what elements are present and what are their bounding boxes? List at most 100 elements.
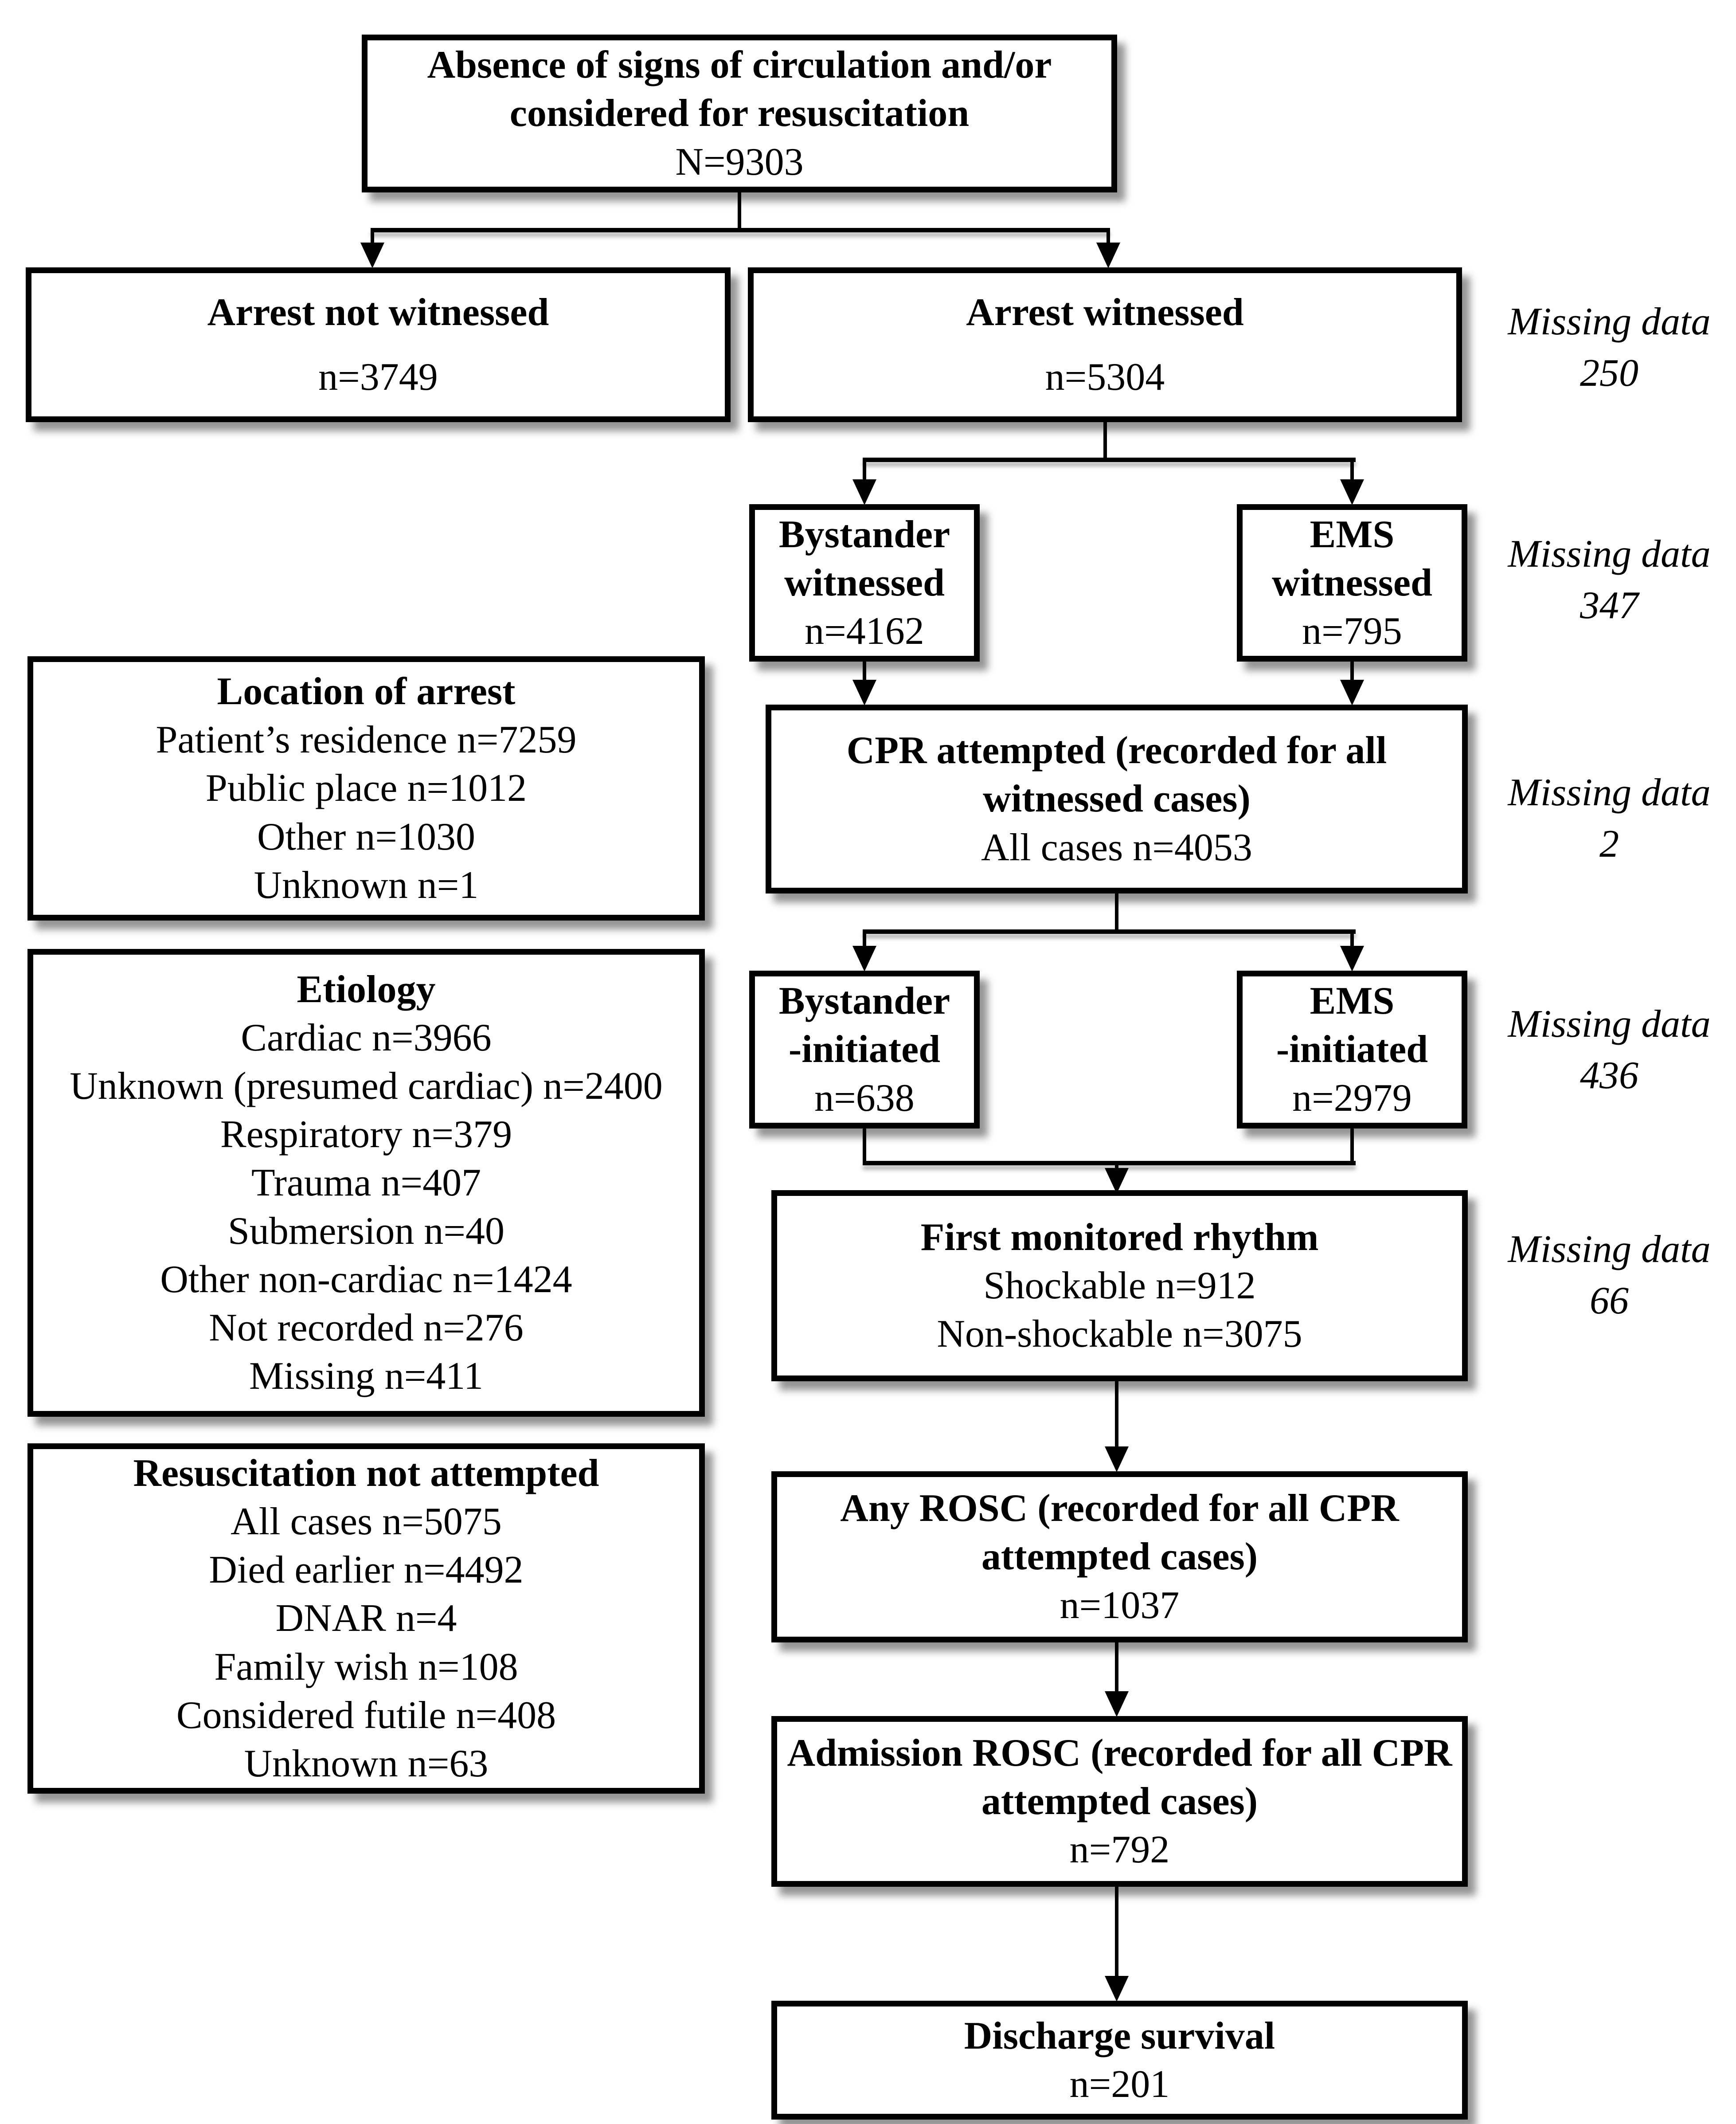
missing-data-value: 2 — [1599, 823, 1619, 866]
connector-hline — [371, 228, 1110, 232]
box-bystander-witnessed: Bystander witnessed n=4162 — [749, 504, 980, 662]
arrow-down-icon — [852, 479, 876, 505]
arrow-down-icon — [1105, 1976, 1129, 2002]
arrow-down-icon — [360, 243, 384, 268]
missing-data-value: 250 — [1580, 352, 1638, 395]
box-title: Location of arrest — [217, 670, 516, 713]
connector-hline — [863, 458, 1356, 462]
box-count: N=9303 — [675, 140, 804, 184]
box-arrest-witnessed: Arrest witnessed n=5304 — [748, 267, 1462, 422]
list-line: Trauma n=407 — [251, 1161, 481, 1204]
connector-vline — [863, 929, 866, 947]
box-absence-of-signs: Absence of signs of circulation and/or c… — [362, 35, 1117, 192]
arrow-down-icon — [1096, 243, 1120, 268]
missing-data-label: Missing data 436 — [1485, 999, 1733, 1101]
list-line: Not recorded n=276 — [209, 1306, 524, 1350]
list-line: Unknown n=63 — [244, 1742, 489, 1785]
box-cpr-attempted: CPR attempted (recorded for all witnesse… — [766, 705, 1468, 893]
arrow-down-icon — [852, 680, 876, 705]
box-value: Non-shockable n=3075 — [937, 1313, 1302, 1356]
list-line: Other n=1030 — [257, 815, 475, 858]
connector-vline — [1115, 1887, 1118, 1976]
box-title: Bystander — [778, 980, 950, 1023]
box-title: CPR attempted (recorded for all witnesse… — [846, 729, 1397, 821]
missing-data-value: 347 — [1580, 584, 1638, 627]
connector-vline — [1350, 1129, 1354, 1165]
box-count: n=201 — [1069, 2063, 1170, 2106]
list-line: Patient’s residence n=7259 — [156, 718, 577, 762]
list-line: Submersion n=40 — [227, 1210, 505, 1253]
box-title: Arrest witnessed — [966, 291, 1244, 334]
box-title: Admission ROSC (recorded for all CPR att… — [787, 1731, 1462, 1823]
box-admission-rosc: Admission ROSC (recorded for all CPR att… — [771, 1716, 1468, 1887]
list-line: Missing n=411 — [249, 1355, 483, 1398]
missing-data-text: Missing data — [1508, 300, 1711, 343]
connector-vline — [1115, 1163, 1118, 1171]
connector-hline — [863, 929, 1356, 934]
connector-vline — [863, 662, 866, 681]
list-line: Family wish n=108 — [214, 1645, 518, 1689]
box-first-monitored-rhythm: First monitored rhythm Shockable n=912 N… — [771, 1190, 1468, 1381]
arrow-down-icon — [1340, 946, 1364, 972]
box-count: n=2979 — [1292, 1076, 1412, 1120]
box-count: n=5304 — [1045, 355, 1165, 399]
arrow-down-icon — [1105, 1168, 1129, 1194]
box-title: Discharge survival — [964, 2014, 1275, 2057]
box-title: considered for resuscitation — [509, 92, 970, 135]
connector-vline — [1115, 1642, 1118, 1692]
arrow-down-icon — [1340, 479, 1364, 505]
missing-data-text: Missing data — [1508, 1228, 1711, 1271]
connector-vline — [371, 228, 374, 246]
missing-data-value: 66 — [1590, 1279, 1629, 1323]
list-line: Public place n=1012 — [205, 767, 527, 810]
list-line: Unknown (presumed cardiac) n=2400 — [70, 1064, 663, 1108]
box-title: Etiology — [297, 968, 436, 1011]
arrow-down-icon — [852, 946, 876, 972]
box-title: witnessed — [1272, 561, 1432, 604]
connector-vline — [863, 458, 866, 480]
box-ems-witnessed: EMS witnessed n=795 — [1237, 504, 1467, 662]
missing-data-text: Missing data — [1508, 533, 1711, 576]
box-title: witnessed — [784, 561, 945, 604]
box-discharge-survival: Discharge survival n=201 — [771, 2001, 1468, 2120]
box-title: Bystander — [778, 513, 950, 556]
arrow-down-icon — [1340, 680, 1364, 705]
list-line: Considered futile n=408 — [176, 1693, 556, 1737]
box-count: n=795 — [1302, 610, 1402, 653]
box-count: n=4162 — [805, 610, 924, 653]
list-line: DNAR n=4 — [275, 1597, 457, 1640]
arrow-down-icon — [1105, 1691, 1129, 1717]
box-count: n=792 — [1069, 1828, 1170, 1872]
connector-vline — [1350, 929, 1354, 947]
box-title: -initiated — [788, 1028, 941, 1071]
list-line: Cardiac n=3966 — [241, 1016, 492, 1059]
box-title: -initiated — [1276, 1028, 1428, 1071]
box-count: n=638 — [814, 1076, 915, 1120]
list-line: All cases n=5075 — [231, 1500, 502, 1544]
connector-vline — [1115, 893, 1118, 933]
box-any-rosc: Any ROSC (recorded for all CPR attempted… — [771, 1471, 1468, 1642]
list-line: Other non-cardiac n=1424 — [160, 1258, 572, 1301]
box-count: n=1037 — [1060, 1583, 1180, 1627]
box-title: EMS — [1310, 980, 1395, 1023]
missing-data-text: Missing data — [1508, 771, 1711, 814]
arrow-down-icon — [1105, 1446, 1129, 1472]
box-bystander-initiated: Bystander -initiated n=638 — [749, 971, 980, 1129]
missing-data-label: Missing data 2 — [1485, 767, 1733, 870]
connector-vline — [1350, 662, 1354, 681]
list-line: Died earlier n=4492 — [209, 1548, 524, 1592]
list-line: Unknown n=1 — [254, 863, 479, 907]
connector-vline — [1350, 458, 1354, 480]
box-title: First monitored rhythm — [920, 1215, 1319, 1259]
connector-vline — [1107, 228, 1110, 246]
connector-vline — [863, 1129, 866, 1165]
missing-data-label: Missing data 347 — [1485, 529, 1733, 631]
missing-data-text: Missing data — [1508, 1003, 1711, 1046]
box-resuscitation-not-attempted: Resuscitation not attempted All cases n=… — [27, 1443, 705, 1794]
missing-data-label: Missing data 250 — [1485, 296, 1733, 399]
connector-vline — [738, 191, 741, 231]
